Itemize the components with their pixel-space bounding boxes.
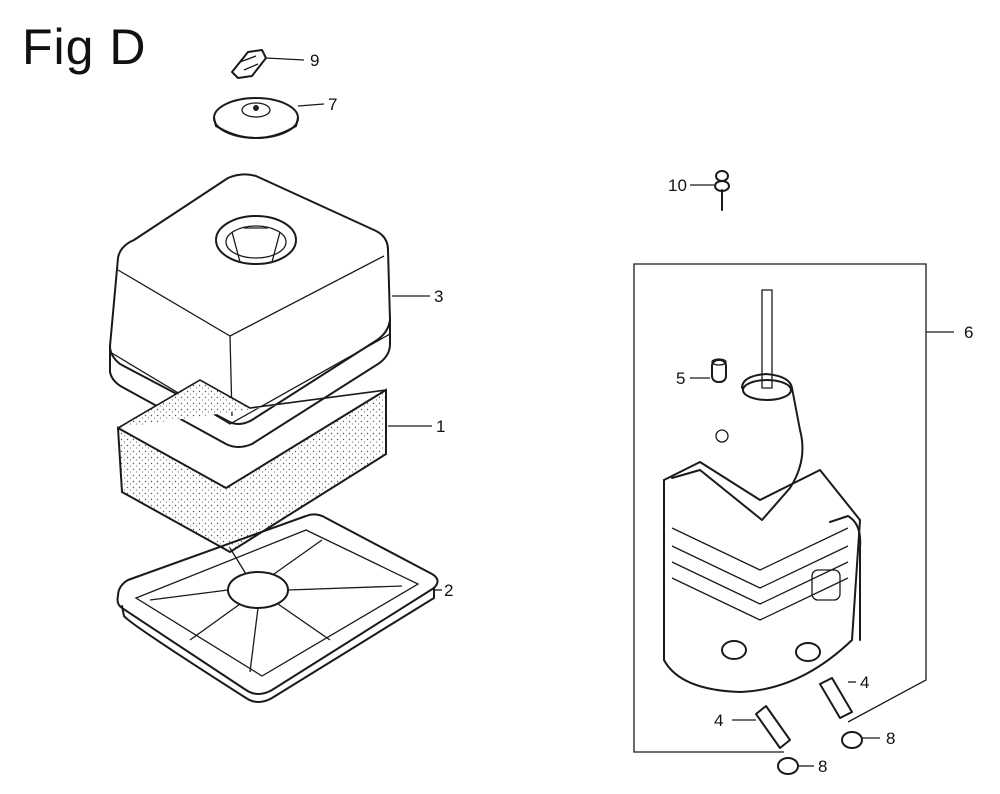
callout-8-left: 8 <box>818 757 827 776</box>
hose-clip-part-b <box>841 731 880 749</box>
callout-6: 6 <box>964 323 973 342</box>
callout-10: 10 <box>668 176 687 195</box>
callout-5: 5 <box>676 369 685 388</box>
hose-tube-part-b <box>819 677 856 719</box>
hose-clip-part-a <box>777 757 814 775</box>
callout-8-right: 8 <box>886 729 895 748</box>
wing-nut-part <box>231 49 305 79</box>
callout-3: 3 <box>434 287 443 306</box>
callout-1: 1 <box>436 417 445 436</box>
cover-grommet-part <box>213 97 325 139</box>
bolt-part <box>690 170 730 211</box>
small-tube-part <box>690 358 727 383</box>
assembly-bracket-frame <box>633 263 954 753</box>
figure-title: Fig D <box>22 19 147 75</box>
callout-4-left: 4 <box>714 711 723 730</box>
filter-base-part <box>116 513 442 703</box>
air-cleaner-cover-part <box>109 173 430 448</box>
callout-7: 7 <box>328 95 337 114</box>
foam-element-part <box>116 379 432 554</box>
callout-9: 9 <box>310 51 319 70</box>
hose-tube-part-a <box>732 705 791 749</box>
callout-2: 2 <box>444 581 453 600</box>
breather-assembly-part <box>663 289 862 693</box>
callout-4-right: 4 <box>860 673 869 692</box>
